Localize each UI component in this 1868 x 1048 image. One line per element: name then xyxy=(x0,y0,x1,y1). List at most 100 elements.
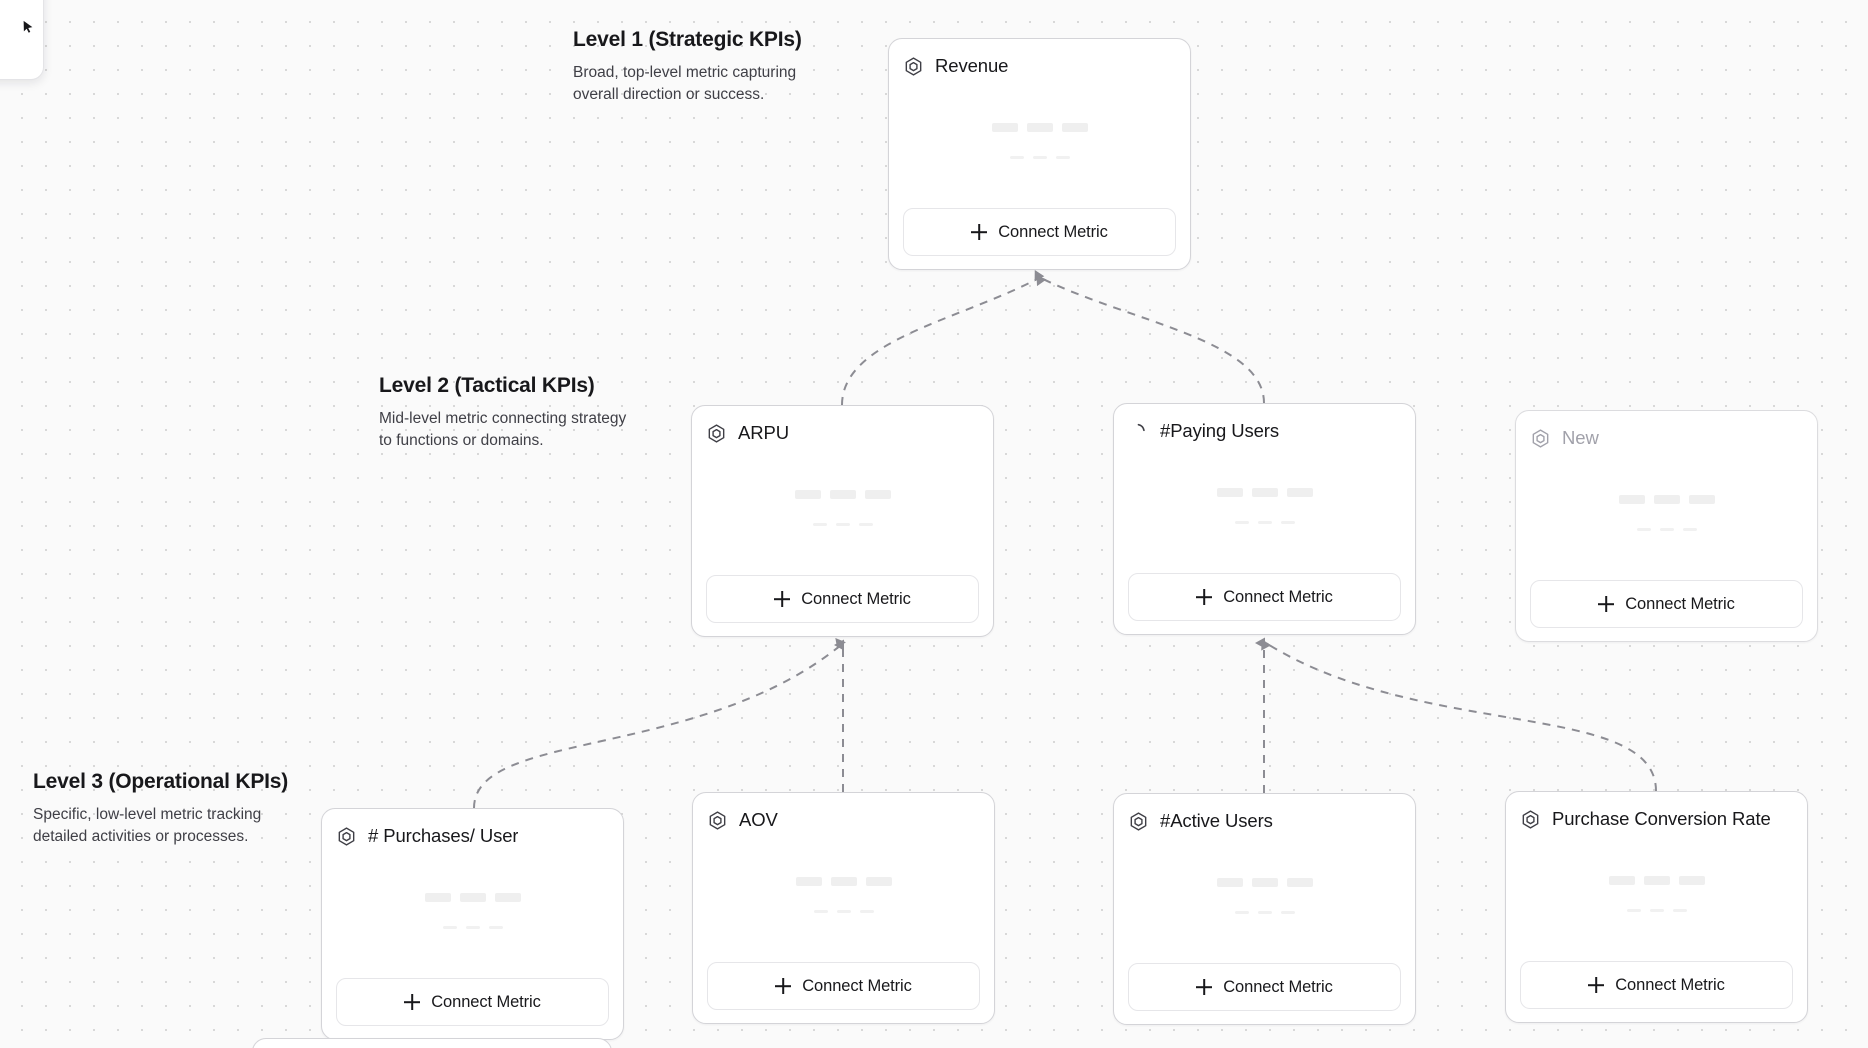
connect-metric-button[interactable]: Connect Metric xyxy=(1128,963,1401,1011)
skeleton-bar xyxy=(836,909,851,913)
skeleton-bar xyxy=(1032,155,1047,159)
loading-spinner-icon xyxy=(1137,423,1145,431)
edge-paying-users-to-revenue xyxy=(1036,274,1265,404)
skeleton-bar xyxy=(442,925,457,929)
level-3-caption: Level 3 (Operational KPIs) Specific, low… xyxy=(33,769,288,848)
hexagon-metric-icon xyxy=(905,56,922,76)
level-2-description: Mid-level metric connecting strategy to … xyxy=(379,410,627,450)
floating-toolbar-panel[interactable] xyxy=(0,0,44,80)
skeleton-bar xyxy=(1257,910,1272,914)
hexagon-metric-icon xyxy=(708,423,725,443)
connect-metric-button[interactable]: Connect Metric xyxy=(336,978,609,1026)
skeleton-bar xyxy=(829,489,856,499)
metric-card-title: AOV xyxy=(739,809,778,830)
skeleton-bar xyxy=(1682,527,1697,531)
skeleton-bar xyxy=(1216,487,1243,497)
metric-card-title: #Active Users xyxy=(1160,810,1273,831)
skeleton-bar xyxy=(1626,908,1641,912)
skeleton-bar xyxy=(1251,487,1278,497)
skeleton-bar xyxy=(812,522,827,526)
plus-icon xyxy=(1588,977,1604,993)
connect-metric-label: Connect Metric xyxy=(1223,977,1333,996)
cursor-icon xyxy=(23,20,33,33)
skeleton-row-secondary xyxy=(813,909,874,913)
metric-card-skeleton xyxy=(336,849,609,978)
skeleton-bar xyxy=(830,876,857,886)
skeleton-bar xyxy=(1286,487,1313,497)
skeleton-bar xyxy=(858,522,873,526)
skeleton-bar xyxy=(1643,875,1670,885)
metric-card-title: # Purchases/ User xyxy=(368,825,519,846)
hexagon-metric-icon xyxy=(1532,428,1549,448)
skeleton-row-primary xyxy=(1618,494,1715,504)
skeleton-bar xyxy=(494,892,521,902)
skeleton-bar xyxy=(1009,155,1024,159)
connect-metric-button[interactable]: Connect Metric xyxy=(1530,580,1803,628)
connect-metric-button[interactable]: Connect Metric xyxy=(1520,961,1793,1009)
skeleton-bar xyxy=(1286,877,1313,887)
skeleton-bar xyxy=(795,876,822,886)
skeleton-bar xyxy=(835,522,850,526)
skeleton-row-secondary xyxy=(812,522,873,526)
edge-purchases-to-arpu xyxy=(473,638,846,809)
hexagon-metric-icon xyxy=(338,826,355,846)
skeleton-row-primary xyxy=(1216,487,1313,497)
hexagon-metric-icon xyxy=(1522,809,1539,829)
skeleton-row-secondary xyxy=(442,925,503,929)
skeleton-row-primary xyxy=(1216,877,1313,887)
metric-card-title: Revenue xyxy=(935,55,1009,76)
plus-icon xyxy=(1598,596,1614,612)
connect-metric-button[interactable]: Connect Metric xyxy=(903,208,1176,256)
metric-card-aov[interactable]: AOV Connect Metric xyxy=(692,792,995,1024)
metric-card-header: #Active Users xyxy=(1128,808,1401,834)
skeleton-bar xyxy=(459,892,486,902)
metric-card-skeleton xyxy=(707,833,980,962)
level-3-description: Specific, low-level metric tracking deta… xyxy=(33,806,262,846)
skeleton-bar xyxy=(1234,910,1249,914)
metric-card-header: AOV xyxy=(707,807,980,833)
level-1-caption: Level 1 (Strategic KPIs) Broad, top-leve… xyxy=(573,27,823,106)
edge-conversion-to-paying-users xyxy=(1261,639,1657,792)
skeleton-row-primary xyxy=(795,876,892,886)
skeleton-bar xyxy=(1026,122,1053,132)
connect-metric-label: Connect Metric xyxy=(1625,594,1735,613)
metric-card-header: Revenue xyxy=(903,53,1176,79)
connect-metric-label: Connect Metric xyxy=(431,992,541,1011)
metric-card-title: #Paying Users xyxy=(1160,420,1280,441)
skeleton-bar xyxy=(1653,494,1680,504)
connect-metric-label: Connect Metric xyxy=(802,976,912,995)
skeleton-row-secondary xyxy=(1626,908,1687,912)
connect-metric-button[interactable]: Connect Metric xyxy=(707,962,980,1010)
metric-card-header: Purchase Conversion Rate xyxy=(1520,806,1793,832)
connect-metric-button[interactable]: Connect Metric xyxy=(706,575,979,623)
skeleton-bar xyxy=(864,489,891,499)
connect-metric-label: Connect Metric xyxy=(801,589,911,608)
level-3-title: Level 3 (Operational KPIs) xyxy=(33,770,289,793)
connect-metric-button[interactable]: Connect Metric xyxy=(1128,573,1401,621)
edge-arpu-to-revenue xyxy=(841,270,1045,406)
metric-card-skeleton xyxy=(903,79,1176,208)
skeleton-bar xyxy=(813,909,828,913)
metric-card-header: # Purchases/ User xyxy=(336,823,609,849)
metric-card-title: Purchase Conversion Rate xyxy=(1552,808,1771,829)
skeleton-bar xyxy=(1636,527,1651,531)
metric-card-skeleton xyxy=(1128,444,1401,573)
skeleton-bar xyxy=(1234,520,1249,524)
level-2-caption: Level 2 (Tactical KPIs) Mid-level metric… xyxy=(379,373,629,452)
skeleton-row-secondary xyxy=(1234,520,1295,524)
skeleton-bar xyxy=(488,925,503,929)
connect-metric-label: Connect Metric xyxy=(1615,975,1725,994)
skeleton-bar xyxy=(1649,908,1664,912)
skeleton-bar xyxy=(1061,122,1088,132)
partial-card-below[interactable] xyxy=(252,1038,612,1048)
skeleton-row-primary xyxy=(424,892,521,902)
connect-metric-label: Connect Metric xyxy=(998,222,1108,241)
